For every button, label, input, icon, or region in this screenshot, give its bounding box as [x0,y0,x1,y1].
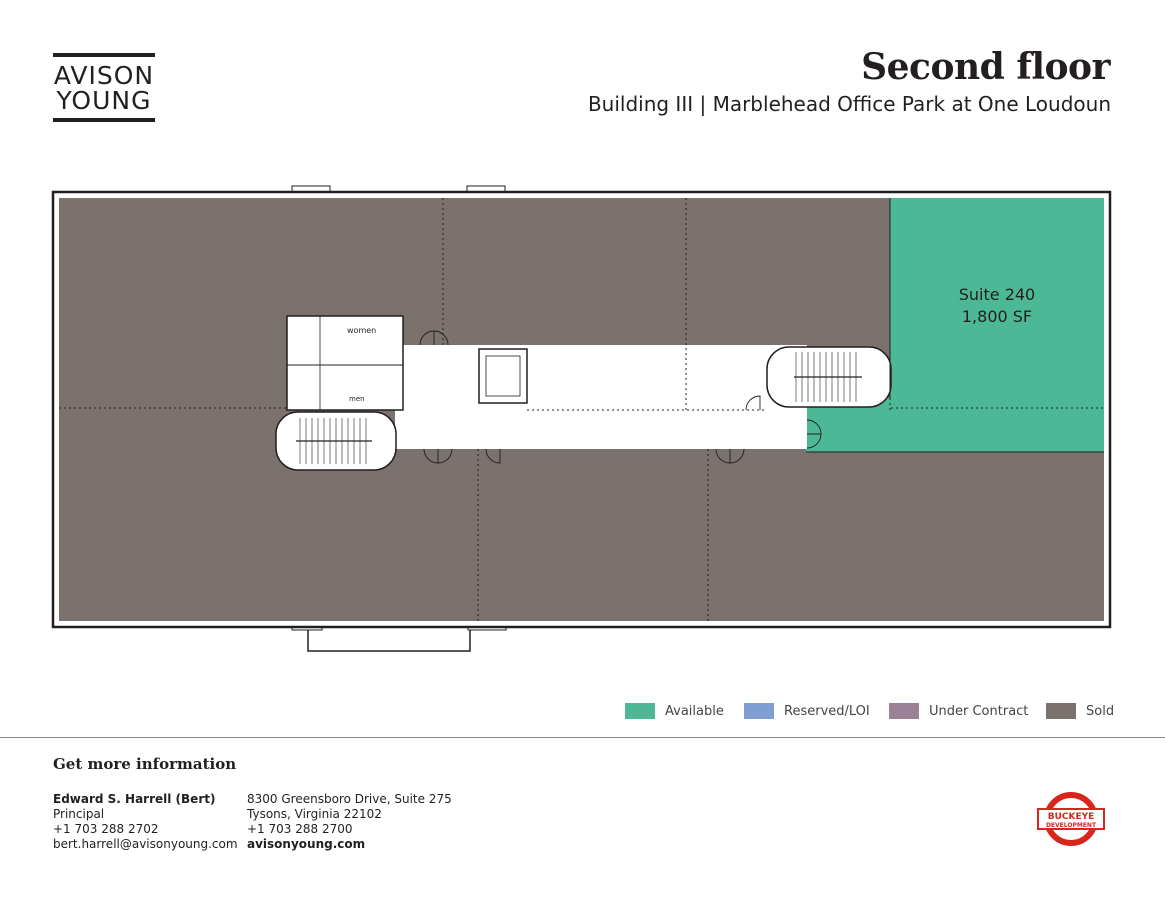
logo-line-1: AVISON [53,61,155,90]
floor-plan: Suite 240 1,800 SF women men [51,185,1112,652]
logo-top-bar [53,53,155,57]
men-restroom-label: men [349,395,365,403]
contact-person: Edward S. Harrell (Bert) Principal +1 70… [53,792,238,852]
logo-bottom-bar [53,118,155,122]
contact-name: Edward S. Harrell (Bert) [53,792,216,806]
legend-reserved: Reserved/LOI [744,702,870,720]
restrooms [286,315,404,411]
legend-label-reserved: Reserved/LOI [784,703,870,719]
suite-area: 1,800 SF [962,307,1032,326]
women-restroom-label: women [347,326,376,335]
office-phone[interactable]: +1 703 288 2700 [247,822,353,836]
legend-label-sold: Sold [1086,703,1115,719]
brand-line-1: BUCKEYE [1048,812,1095,822]
office-address-line-1: 8300 Greensboro Drive, Suite 275 [247,792,452,806]
legend-available: Available [625,702,724,720]
avison-young-logo: AVISON YOUNG [53,53,155,122]
brand-line-2: DEVELOPMENT [1046,822,1097,829]
legend-sold: Sold [1046,702,1114,720]
legend-swatch-sold [1046,703,1076,719]
logo-line-2: YOUNG [56,86,152,115]
elevator [478,348,528,404]
footer-heading: Get more information [53,755,237,773]
legend-swatch-reserved [744,703,774,719]
suite-name: Suite 240 [959,285,1035,304]
legend-label-under-contract: Under Contract [929,703,1029,719]
contact-role: Principal [53,807,105,821]
office-info: 8300 Greensboro Drive, Suite 275 Tysons,… [247,792,452,852]
page-title: Second floor [861,46,1110,88]
office-website-link[interactable]: avisonyoung.com [247,837,366,851]
contact-email[interactable]: bert.harrell@avisonyoung.com [53,837,238,851]
buckeye-development-logo: BUCKEYE DEVELOPMENT [1036,792,1106,846]
legend-swatch-under-contract [889,703,919,719]
legend-swatch-available [625,703,655,719]
corridor [395,415,807,449]
door-swings [419,330,822,464]
legend-under-contract: Under Contract [889,702,1028,720]
office-address-line-2: Tysons, Virginia 22102 [247,807,382,821]
page-subtitle: Building III | Marblehead Office Park at… [587,92,1111,116]
entry-canopy [307,626,471,652]
contact-phone[interactable]: +1 703 288 2702 [53,822,159,836]
footer-divider [0,737,1165,738]
legend-label-available: Available [665,703,724,719]
